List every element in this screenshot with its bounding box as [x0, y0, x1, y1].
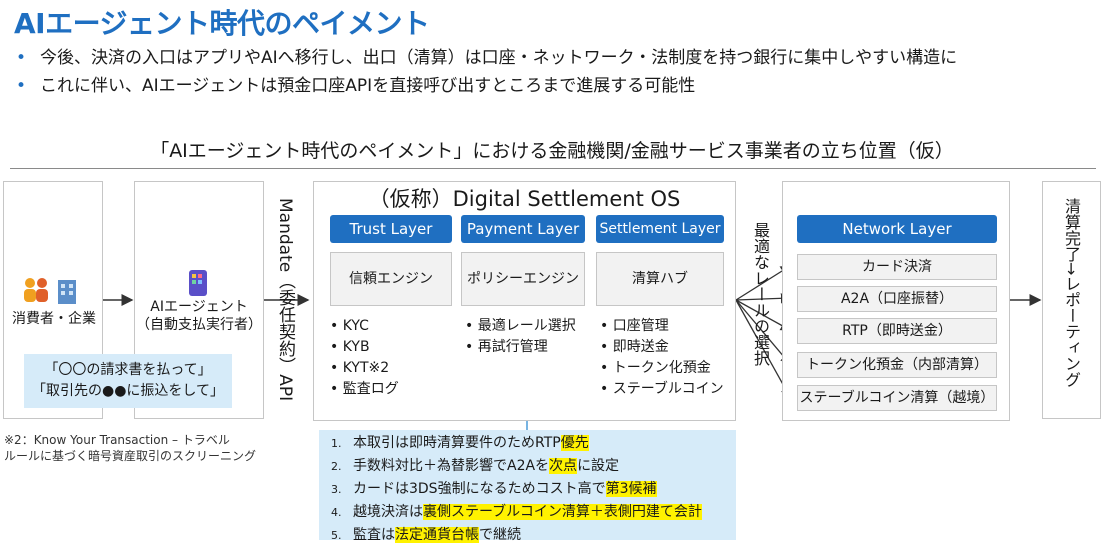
- note-item: 4.越境決済は裏側ステーブルコイン清算＋表側円建て会計: [331, 504, 702, 520]
- ai-agent-label: AIエージェント （自動支払実行者）: [136, 299, 262, 333]
- settlement-complete-box: [1042, 181, 1101, 419]
- os-title: （仮称）Digital Settlement OS: [368, 187, 681, 211]
- tab-network-layer: Network Layer: [797, 215, 997, 243]
- network-item-rtp: RTP（即時送金）: [797, 318, 997, 344]
- trust-items: KYC KYB KYT※2 監査ログ: [330, 316, 399, 400]
- list-item: 即時送金: [600, 337, 724, 358]
- list-item: KYB: [330, 337, 399, 358]
- settlement-complete-label: 清算完了→レポーティング: [1062, 198, 1081, 388]
- network-item-card: カード決済: [797, 254, 997, 280]
- payment-items: 最適レール選択 再試行管理: [465, 316, 576, 358]
- list-item: 口座管理: [600, 316, 724, 337]
- notes-callout: 1.本取引は即時清算要件のためRTP優先 2.手数料対比＋為替影響でA2Aを次点…: [319, 430, 736, 543]
- network-item-stablecoin: ステーブルコイン清算（越境）: [797, 385, 997, 411]
- bullet-list: 今後、決済の入口はアプリやAIへ移行し、出口（清算）は口座・ネットワーク・法制度…: [14, 44, 957, 100]
- phone-app-icon: [187, 270, 209, 300]
- tab-settlement-layer: Settlement Layer: [596, 215, 724, 243]
- trust-engine: 信頼エンジン: [330, 252, 452, 306]
- tab-trust-layer: Trust Layer: [330, 215, 452, 243]
- note-item: 5.監査は法定通貨台帳で継続: [331, 527, 521, 543]
- diagram-subtitle: 「AIエージェント時代のペイメント」における金融機関/金融サービス事業者の立ち位…: [150, 140, 954, 162]
- bullet-item: これに伴い、AIエージェントは預金口座APIを直接呼び出すところまで進展する可能…: [14, 72, 957, 100]
- settlement-hub: 清算ハブ: [596, 252, 724, 306]
- request-callout: 「〇〇の請求書を払って」 「取引先の●●に振込をして」: [24, 354, 232, 408]
- list-item: 再試行管理: [465, 337, 576, 358]
- note-item: 1.本取引は即時清算要件のためRTP優先: [331, 435, 589, 451]
- list-item: 最適レール選択: [465, 316, 576, 337]
- note-item: 2.手数料対比＋為替影響でA2Aを次点に設定: [331, 458, 620, 474]
- consumer-label: 消費者・企業: [12, 311, 96, 327]
- policy-engine: ポリシーエンジン: [461, 252, 585, 306]
- list-item: トークン化預金: [600, 358, 724, 379]
- building-icon: [56, 276, 78, 308]
- page-title: AIエージェント時代のペイメント: [14, 7, 430, 40]
- list-item: 監査ログ: [330, 379, 399, 400]
- list-item: KYT※2: [330, 358, 399, 379]
- request-item: 「取引先の●●に振込をして」: [31, 383, 224, 399]
- divider: [10, 168, 1096, 169]
- people-icon: [22, 276, 52, 308]
- list-item: ステーブルコイン: [600, 379, 724, 400]
- mandate-api-label: Mandate（委任契約）API: [275, 198, 295, 402]
- note-item: 3.カードは3DS強制になるためコスト高で第3候補: [331, 481, 657, 497]
- network-item-tokenized: トークン化預金（内部清算）: [797, 352, 997, 378]
- rail-selection-label: 最適なレールの選択: [751, 222, 770, 366]
- settlement-items: 口座管理 即時送金 トークン化預金 ステーブルコイン: [600, 316, 724, 400]
- footnote: ※2：Know Your Transaction – トラベル ルールに基づく暗…: [4, 433, 257, 463]
- request-item: 「〇〇の請求書を払って」: [44, 362, 212, 378]
- list-item: KYC: [330, 316, 399, 337]
- network-item-a2a: A2A（口座振替）: [797, 286, 997, 312]
- bullet-item: 今後、決済の入口はアプリやAIへ移行し、出口（清算）は口座・ネットワーク・法制度…: [14, 44, 957, 72]
- tab-payment-layer: Payment Layer: [461, 215, 585, 243]
